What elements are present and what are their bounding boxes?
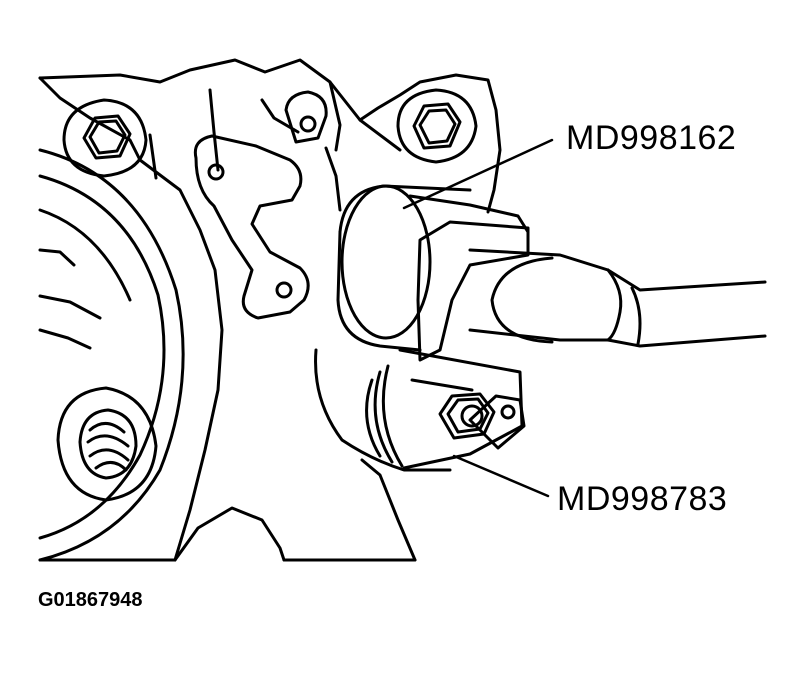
timing-cover bbox=[38, 148, 185, 562]
callout-md998783: MD998783 bbox=[557, 480, 728, 518]
figure-code: G01867948 bbox=[38, 589, 143, 611]
tool-md998162 bbox=[336, 184, 767, 362]
mounting-bracket bbox=[193, 90, 328, 320]
hex-bolt-top-right bbox=[396, 88, 478, 164]
threaded-boss bbox=[56, 386, 158, 502]
center-nut bbox=[438, 392, 496, 440]
callout-md998162: MD998162 bbox=[566, 119, 737, 157]
leader-line-top bbox=[402, 138, 554, 210]
engine-block-outline bbox=[38, 58, 502, 562]
tool-md998783 bbox=[314, 348, 524, 472]
leader-lines bbox=[402, 138, 554, 498]
leader-line-bottom bbox=[452, 454, 550, 498]
hex-bolt-top-left bbox=[62, 98, 148, 178]
